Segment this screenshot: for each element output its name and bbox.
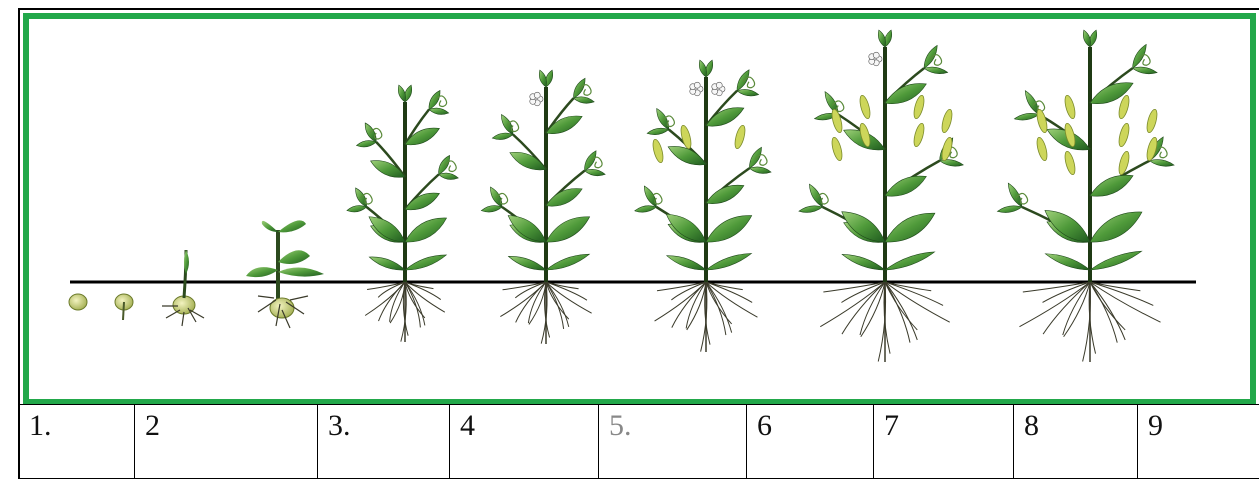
- stage-2-germinating-seed: [115, 294, 133, 320]
- stage-cell-4: 4: [450, 405, 599, 479]
- stage-cell-5: 5.: [599, 405, 747, 479]
- stage-cell-8: 8: [1014, 405, 1138, 479]
- plant-stage-9: [997, 30, 1174, 362]
- growth-stages-illustration: [0, 0, 1259, 405]
- stage-3-sprout: [162, 250, 204, 326]
- stage-1-seed: [69, 294, 87, 310]
- stage-cell-6: 6: [747, 405, 874, 479]
- stage-cell-2: 2: [135, 405, 318, 479]
- stage-cell-9: 9: [1138, 405, 1259, 479]
- plant-stage-5: [347, 85, 458, 342]
- stage-4-seedling: [246, 220, 324, 328]
- plant-stage-8: [799, 30, 963, 362]
- stage-cell-7: 7: [874, 405, 1014, 479]
- stage-cell-1: 1.: [19, 405, 135, 479]
- stage-cell-3: 3.: [318, 405, 450, 479]
- plant-stage-6: [481, 70, 605, 344]
- plant-stage-7: [635, 60, 771, 352]
- mature-plants-group: [347, 30, 1174, 362]
